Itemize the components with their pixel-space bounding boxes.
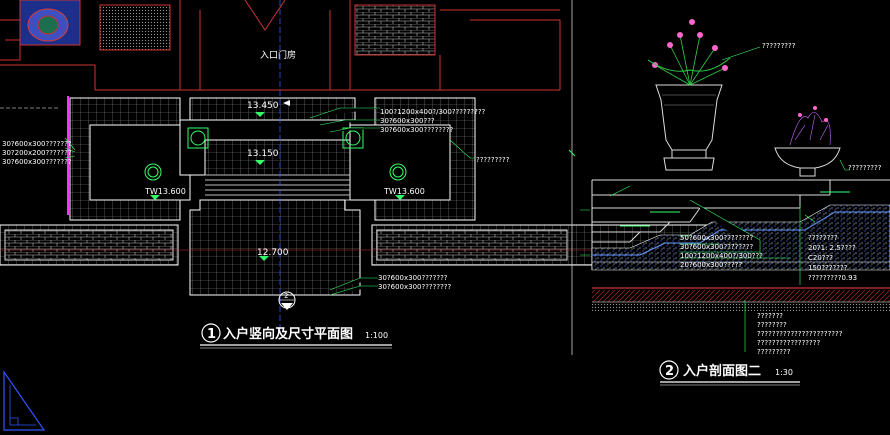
bottom-note-5: ????????? [757, 348, 791, 356]
right-note: ????????? [476, 156, 510, 164]
section-title: 入户剖面图二 [683, 363, 761, 379]
bottom-note-4: ????????????????? [757, 339, 820, 347]
right-note-2: 20?1: 2.5???? [808, 244, 856, 252]
section-mark: 2 [284, 292, 288, 300]
top-note-3: 30?600x300???????? [380, 126, 453, 134]
left-note-1: 30?600x300??????? [2, 140, 72, 148]
right-note-1: ???????? [808, 234, 838, 242]
right-note-5: ?????????0.93 [808, 274, 857, 282]
bottom-note-2: ???????? [757, 321, 787, 329]
left-note-2: 30?200x200??????? [2, 149, 72, 157]
elevation-2: 13.150 [247, 149, 279, 159]
top-note-1: 100?1200x400?/300????????? [380, 108, 486, 116]
section-title-number: 2 [665, 364, 674, 379]
bottom-note-2: 30?600x300???????? [378, 283, 451, 291]
tw-left: TW13.600 [144, 187, 186, 196]
mid-note-4: 20?600x300????? [680, 261, 742, 269]
plan-title: 入户竖向及尺寸平面图 [223, 326, 353, 342]
right-note-3: C20??? [808, 254, 833, 262]
bottom-note-3: ??????????????????????? [757, 330, 843, 338]
bottom-note-1: 30?600x300??????? [378, 274, 448, 282]
mid-note-3: 100?1200x400?/300??? [680, 252, 763, 260]
ucs-icon [3, 370, 46, 431]
tw-right: TW13.600 [383, 187, 425, 196]
bowl-note: ????????? [848, 164, 882, 172]
plan-title-number: 1 [207, 327, 216, 342]
elevation-1: 13.450 [247, 101, 279, 111]
entrance-label: 入口门房 [260, 49, 296, 61]
right-note-4: 150??????? [808, 264, 848, 272]
elevation-3: 12.700 [257, 248, 289, 258]
pot-note: ????????? [762, 42, 796, 50]
section-view: ????????? ????????? ???????? 20?1: 2.5??… [580, 19, 890, 386]
left-note-3: 30?600x300??????? [2, 158, 72, 166]
bottom-note-1: ??????? [757, 312, 783, 320]
plan-scale: 1:100 [365, 331, 388, 340]
top-note-2: 30?600x300??? [380, 117, 435, 125]
section-scale: 1:30 [775, 368, 793, 377]
mid-note-1: 50?600x300???????? [680, 234, 753, 242]
mid-note-2: 30?600x300???????? [680, 243, 753, 251]
